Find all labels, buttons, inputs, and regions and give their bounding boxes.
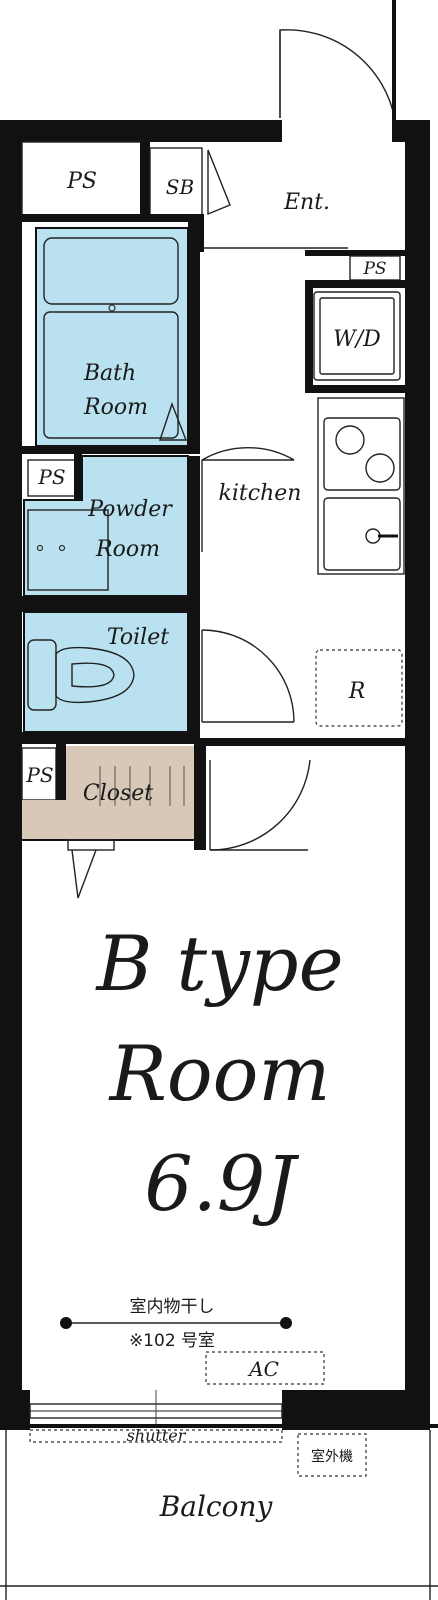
drying-label-1: 室内物干し	[130, 1297, 215, 1317]
ps-top-box: PS	[21, 141, 150, 220]
entrance-door-swing	[279, 0, 396, 122]
powder-label-2: Room	[95, 537, 160, 562]
ps-top-label: PS	[66, 169, 97, 194]
indoor-drying-rod: 室内物干し ※102 号室	[60, 1297, 292, 1351]
main-room-label-1: B type	[94, 919, 343, 1008]
ps-mid-label: PS	[37, 465, 65, 489]
sb-label: SB	[166, 175, 194, 199]
kitchen-counter	[317, 397, 405, 575]
refrigerator: R	[315, 649, 403, 727]
washer-dryer: W/D	[305, 280, 405, 393]
refrigerator-label: R	[348, 679, 366, 704]
balcony: 室外機 Balcony	[0, 1430, 438, 1600]
ps-mid-box: PS	[27, 454, 82, 504]
kitchen-label: kitchen	[219, 481, 302, 506]
ac-label: AC	[247, 1357, 279, 1381]
closet-label: Closet	[83, 781, 153, 806]
ps-right-label: PS	[362, 259, 386, 279]
sb-box: SB	[149, 147, 231, 217]
toilet-door-swing	[201, 629, 295, 723]
powder-label-1: Powder	[87, 497, 173, 522]
bath-label-2: Room	[83, 395, 148, 420]
shutter-label: shutter	[127, 1426, 187, 1445]
toilet-label: Toilet	[107, 625, 169, 650]
ps-closet-label: PS	[25, 763, 53, 787]
main-room-label-3: 6.9J	[144, 1139, 299, 1228]
main-room-label-2: Room	[108, 1029, 331, 1118]
drying-label-2: ※102 号室	[129, 1331, 215, 1351]
main-room: B type Room 6.9J	[94, 919, 343, 1228]
outer-walls	[0, 120, 438, 1430]
bath-label-1: Bath	[83, 361, 136, 386]
toilet-room: Toilet	[22, 611, 200, 744]
powder-room: Powder Room	[22, 455, 200, 612]
kitchen-door-swing: kitchen	[201, 447, 302, 552]
closet: Closet	[22, 744, 206, 899]
ps-closet-box: PS	[21, 744, 66, 834]
washer-label: W/D	[333, 327, 381, 352]
entrance-label: Ent.	[283, 190, 330, 215]
balcony-label: Balcony	[159, 1490, 274, 1523]
ps-right-box: PS	[305, 250, 405, 281]
air-conditioner: AC	[205, 1351, 325, 1385]
outdoor-unit-label: 室外機	[311, 1448, 353, 1465]
bath-room: Bath Room	[22, 222, 200, 454]
window-shutter: shutter	[29, 1390, 283, 1445]
main-room-door-swing	[209, 759, 311, 851]
